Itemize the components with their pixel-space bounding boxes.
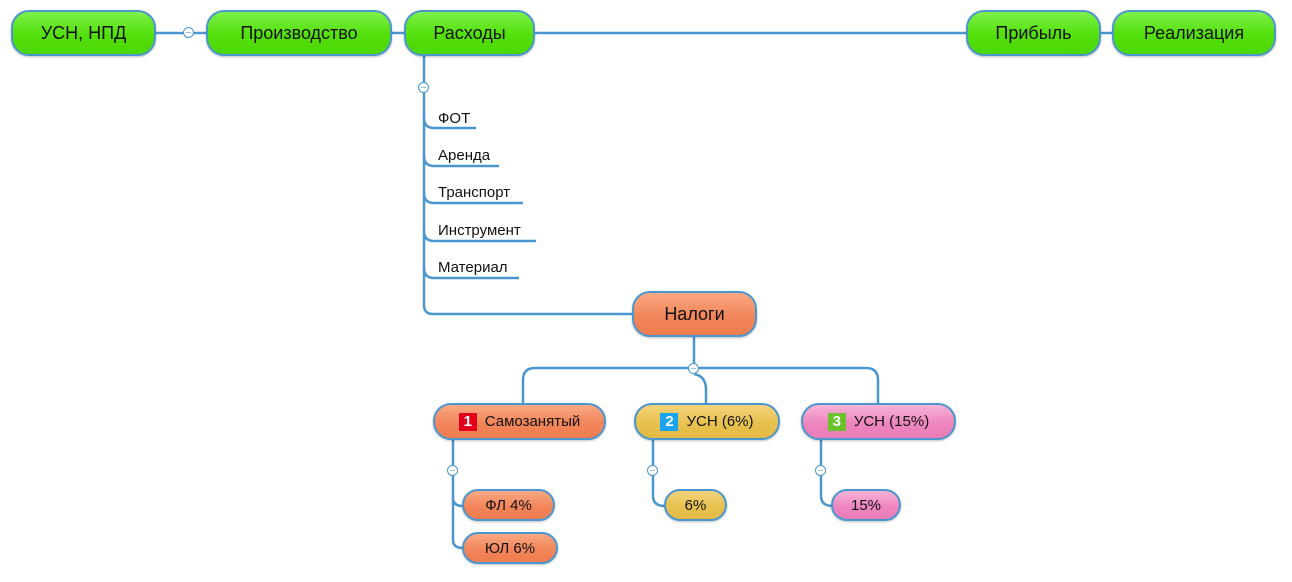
priority-2-icon: 2 [660, 412, 679, 431]
node-fl-4[interactable]: ФЛ 4% [462, 489, 555, 521]
collapse-toggle-expenses[interactable] [418, 82, 429, 93]
node-label: ЮЛ 6% [484, 539, 536, 557]
collapse-toggle-usn15[interactable] [815, 465, 826, 476]
node-taxes[interactable]: Налоги [632, 291, 757, 337]
priority-1-icon: 1 [458, 412, 477, 431]
node-usn-15[interactable]: 3 УСН (15%) [801, 403, 956, 440]
expense-item-payroll[interactable]: ФОТ [438, 110, 471, 127]
node-sales[interactable]: Реализация [1112, 10, 1276, 56]
collapse-toggle-production[interactable] [183, 27, 194, 38]
node-label: 6% [684, 496, 707, 514]
node-usn-npd[interactable]: УСН, НПД [11, 10, 156, 56]
node-label: Налоги [664, 303, 725, 324]
collapse-toggle-self-employed[interactable] [447, 465, 458, 476]
expense-item-tools[interactable]: Инструмент [438, 222, 521, 239]
collapse-toggle-usn6[interactable] [647, 465, 658, 476]
node-label: УСН (15%) [853, 413, 930, 430]
node-usn-6[interactable]: 2 УСН (6%) [634, 403, 780, 440]
node-label: Производство [240, 22, 358, 43]
node-label: Реализация [1143, 22, 1245, 43]
node-label: 15% [850, 496, 882, 514]
node-6-percent[interactable]: 6% [664, 489, 727, 521]
collapse-toggle-taxes[interactable] [688, 363, 699, 374]
expense-item-rent[interactable]: Аренда [438, 147, 491, 164]
node-profit[interactable]: Прибыль [966, 10, 1101, 56]
node-label: УСН, НПД [40, 22, 127, 43]
node-yul-6[interactable]: ЮЛ 6% [462, 532, 558, 564]
priority-3-icon: 3 [827, 412, 846, 431]
node-label: Самозанятый [484, 413, 581, 430]
node-self-employed[interactable]: 1 Самозанятый [433, 403, 606, 440]
node-expenses[interactable]: Расходы [404, 10, 535, 56]
node-label: ФЛ 4% [485, 496, 532, 514]
expense-item-material[interactable]: Материал [438, 259, 508, 276]
expense-item-transport[interactable]: Транспорт [438, 184, 511, 201]
node-label: Расходы [433, 22, 506, 43]
node-15-percent[interactable]: 15% [831, 489, 901, 521]
node-label: Прибыль [995, 22, 1072, 43]
node-label: УСН (6%) [686, 413, 754, 430]
node-production[interactable]: Производство [206, 10, 392, 56]
